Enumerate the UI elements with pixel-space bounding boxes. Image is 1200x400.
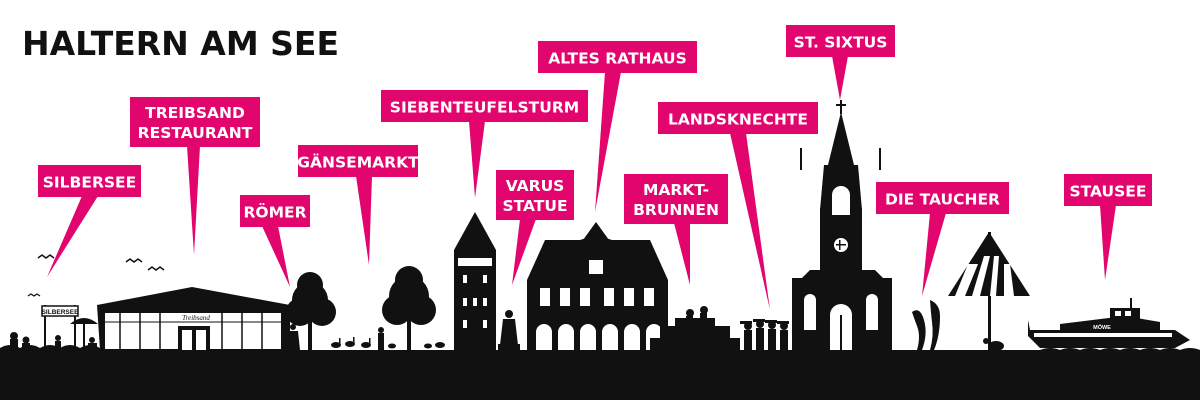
roemer-figure — [284, 322, 300, 350]
treibsand-logo-text: Treibsand — [182, 314, 210, 322]
silbersee-scene: SILBERSEE — [0, 254, 165, 350]
varus-statue — [498, 310, 520, 350]
altes-rathaus-building — [527, 222, 668, 350]
skyline-silhouette: SILBERSEE Treibsand — [0, 100, 1200, 400]
striped-sunshade — [948, 232, 1030, 351]
taucher-divers — [912, 300, 940, 350]
label-altes-rathaus: ALTES RATHAUS — [538, 41, 697, 212]
label-varus-line1: VARUS — [506, 177, 565, 195]
silbersee-sign-text: SILBERSEE — [42, 309, 80, 316]
label-siebenteufelsturm-text: SIEBENTEUFELSTURM — [390, 99, 579, 117]
label-gaensemarkt-text: GÄNSEMARKT — [297, 153, 419, 172]
label-roemer-text: RÖMER — [243, 203, 306, 222]
gaense-geese — [331, 327, 445, 350]
label-marktbrunnen: MARKT- BRUNNEN — [624, 174, 728, 285]
stausee-boat: MÖWE — [1028, 298, 1200, 352]
label-gaensemarkt: GÄNSEMARKT — [297, 145, 419, 265]
label-treibsand-line1: TREIBSAND — [145, 104, 245, 122]
label-st-sixtus: ST. SIXTUS — [786, 25, 895, 100]
treibsand-restaurant-silhouette: Treibsand — [97, 287, 290, 351]
st-sixtus-church — [792, 100, 892, 350]
label-silbersee-text: SILBERSEE — [43, 174, 136, 192]
label-marktbrunnen-line2: BRUNNEN — [633, 201, 719, 219]
siebenteufelsturm-tower — [454, 212, 496, 350]
label-landsknechte: LANDSKNECHTE — [658, 102, 818, 310]
tree-left — [286, 272, 336, 350]
label-landsknechte-text: LANDSKNECHTE — [668, 111, 808, 129]
boat-name-text: MÖWE — [1093, 324, 1111, 331]
label-varus: VARUS STATUE — [496, 170, 574, 285]
label-stausee-text: STAUSEE — [1070, 183, 1147, 201]
label-die-taucher: DIE TAUCHER — [876, 182, 1009, 296]
callout-labels: SILBERSEE TREIBSAND RESTAURANT RÖMER GÄN… — [38, 25, 1152, 310]
tree-right — [382, 266, 436, 350]
label-marktbrunnen-line1: MARKT- — [643, 181, 709, 199]
label-treibsand-line2: RESTAURANT — [138, 124, 253, 142]
label-stausee: STAUSEE — [1064, 174, 1152, 280]
label-silbersee: SILBERSEE — [38, 165, 141, 277]
label-siebenteufelsturm: SIEBENTEUFELSTURM — [381, 90, 588, 198]
label-roemer: RÖMER — [240, 195, 310, 287]
page-title: HALTERN AM SEE — [22, 24, 340, 63]
landsknechte-figures — [740, 319, 789, 350]
ground — [0, 350, 1200, 400]
label-die-taucher-text: DIE TAUCHER — [885, 191, 1000, 209]
label-altes-rathaus-text: ALTES RATHAUS — [548, 50, 687, 68]
label-varus-line2: STATUE — [502, 197, 567, 215]
label-treibsand: TREIBSAND RESTAURANT — [130, 97, 260, 255]
marktbrunnen-fountain — [650, 306, 740, 350]
label-st-sixtus-text: ST. SIXTUS — [794, 34, 888, 52]
